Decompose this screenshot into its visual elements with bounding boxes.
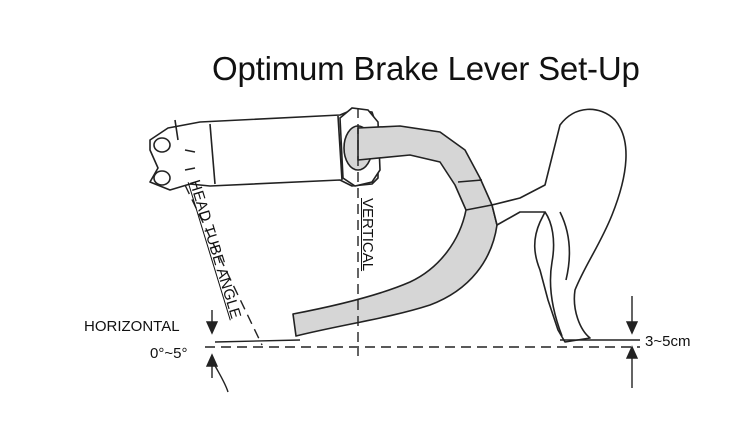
vertical-label: VERTICAL [359,198,376,272]
handlebar [292,125,498,337]
angle-indicator [205,310,229,393]
angle-range-label: 0°~5° [150,345,188,362]
drop-dimension [625,296,639,388]
head-tube-line [184,184,263,346]
diagram-title: Optimum Brake Lever Set-Up [212,50,640,87]
bar-level-line [214,339,301,343]
drop-label: 3~5cm [645,333,691,350]
horizontal-label: HORIZONTAL [84,318,180,335]
brake-lever [491,108,627,343]
